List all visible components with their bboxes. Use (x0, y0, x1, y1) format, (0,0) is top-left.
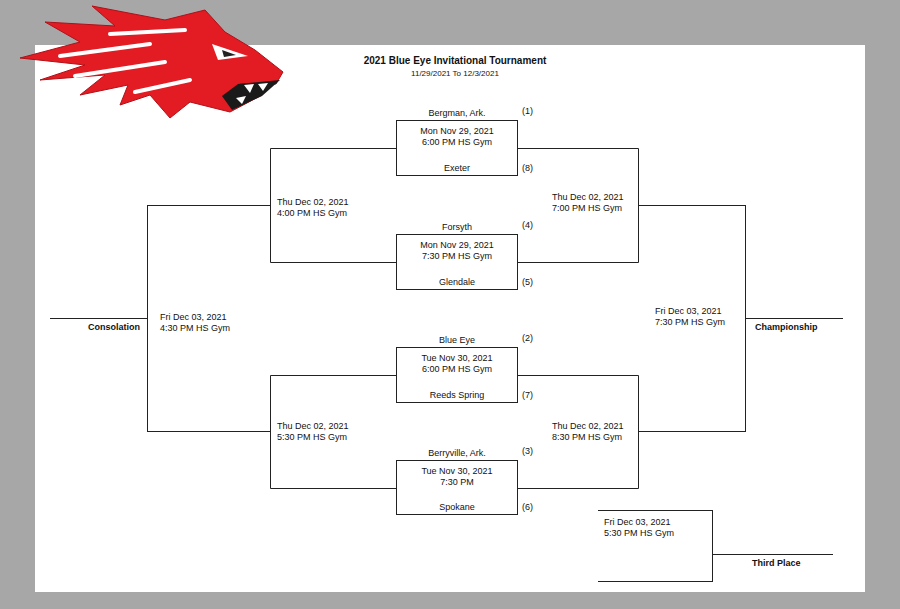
game-info: Fri Dec 03, 2021 4:30 PM HS Gym (160, 312, 243, 334)
round-name: Third Place (752, 558, 801, 569)
team-name: Reeds Spring (430, 390, 485, 401)
championship-bracket (638, 205, 745, 431)
seed-number: (5) (522, 277, 533, 288)
third-place-bracket (598, 510, 712, 581)
round-name: Championship (755, 322, 818, 333)
seed-number: (1) (522, 106, 533, 117)
seed-number: (6) (522, 502, 533, 513)
seed-number: (3) (522, 446, 533, 457)
consolation-line (50, 318, 147, 319)
fur-stripe (60, 44, 150, 56)
seed-number: (2) (522, 333, 533, 344)
game-box: Bergman, Ark.Mon Nov 29, 2021 6:00 PM HS… (396, 120, 518, 176)
game-info: Mon Nov 29, 2021 7:30 PM HS Gym (416, 240, 499, 262)
game-box: Blue EyeTue Nov 30, 2021 6:00 PM HS GymR… (396, 347, 518, 403)
game-info: Fri Dec 03, 2021 7:30 PM HS Gym (655, 306, 738, 328)
wolf-eye (212, 44, 248, 60)
game-box: Berryville, Ark.Tue Nov 30, 2021 7:30 PM… (396, 460, 518, 515)
wolf-mouth (222, 80, 280, 110)
bracket-connector (518, 149, 639, 263)
game-info: Fri Dec 03, 2021 5:30 PM HS Gym (604, 517, 687, 539)
third-place-line (712, 554, 833, 555)
game-info: Thu Dec 02, 2021 5:30 PM HS Gym (277, 421, 360, 443)
consolation-bracket (147, 205, 270, 431)
seed-number: (8) (522, 163, 533, 174)
fur-stripe (135, 80, 190, 92)
round-name: Consolation (88, 322, 140, 333)
team-name: Glendale (439, 277, 475, 288)
fur-stripe (75, 62, 165, 76)
team-name: Spokane (439, 502, 475, 513)
game-info: Thu Dec 02, 2021 8:30 PM HS Gym (552, 421, 635, 443)
wolf-pupil (222, 50, 236, 57)
seed-number: (7) (522, 390, 533, 401)
game-info: Thu Dec 02, 2021 7:00 PM HS Gym (552, 192, 635, 214)
bracket-connector (271, 376, 397, 489)
game-info: Thu Dec 02, 2021 4:00 PM HS Gym (277, 197, 360, 219)
fur-stripe (110, 30, 185, 34)
team-name: Blue Eye (377, 335, 537, 346)
team-name: Bergman, Ark. (377, 108, 537, 119)
bracket-connector (271, 149, 397, 263)
game-box: ForsythMon Nov 29, 2021 7:30 PM HS GymGl… (396, 234, 518, 290)
game-info: Tue Nov 30, 2021 7:30 PM (416, 466, 499, 488)
bracket-connector (518, 376, 639, 489)
team-name: Forsyth (377, 222, 537, 233)
team-name: Berryville, Ark. (377, 448, 537, 459)
wolf-head (20, 6, 283, 118)
title: 2021 Blue Eye Invitational Tournament (300, 55, 610, 67)
seed-number: (4) (522, 220, 533, 231)
championship-line (745, 318, 843, 319)
wolf-fur-stripes (60, 30, 190, 92)
wolf-logo (20, 6, 283, 118)
game-info: Tue Nov 30, 2021 6:00 PM HS Gym (416, 353, 499, 375)
game-info: Mon Nov 29, 2021 6:00 PM HS Gym (416, 126, 499, 148)
team-name: Exeter (444, 163, 470, 174)
date-range: 11/29/2021 To 12/3/2021 (355, 68, 555, 79)
wolf-teeth (236, 83, 268, 104)
